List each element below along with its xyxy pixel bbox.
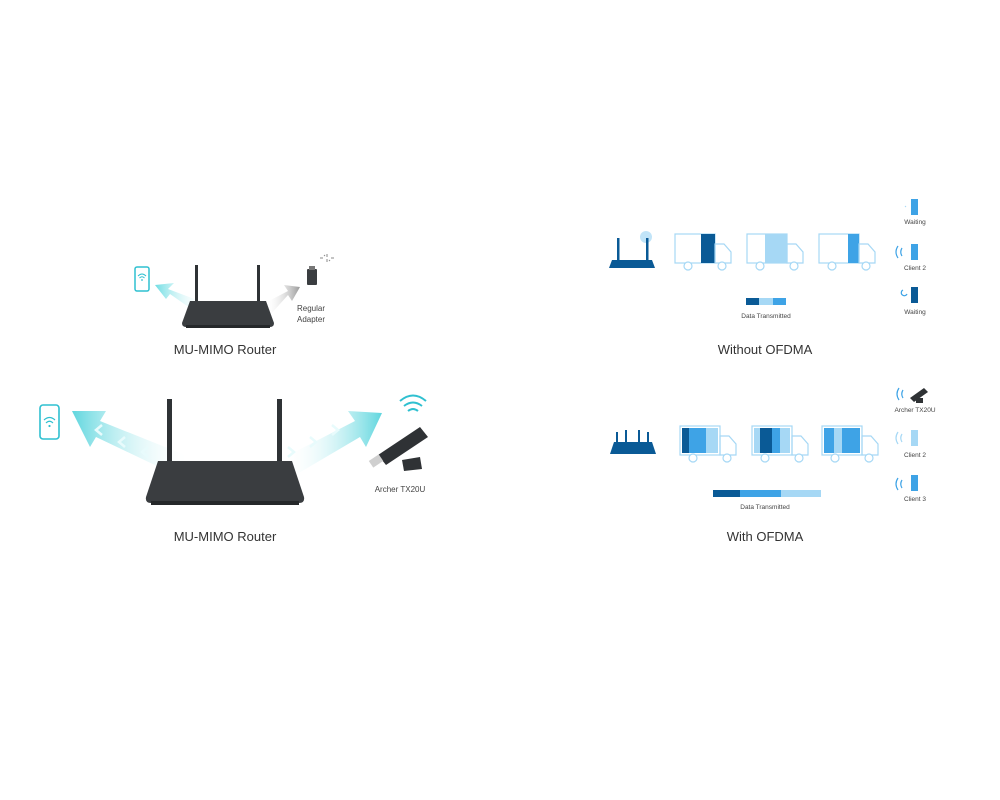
without-ofdma-caption: Without OFDMA [717,342,813,357]
archer-tx20u-label: Archer TX20U [374,485,426,494]
truck-icon [746,233,804,271]
truck-icon [751,425,809,463]
signal-arrow-right [285,411,382,477]
signal-arrow-right [265,285,300,315]
router-icon [609,231,655,268]
wifi-icon [399,394,427,412]
truck-icon [818,233,876,271]
without-ofdma-diagram [600,190,950,330]
with-ofdma-caption: With OFDMA [726,529,804,544]
data-transmitted-label-without: Data Transmitted [741,313,791,320]
client-label-2-with: Client 2 [903,452,927,459]
truck-icon [821,425,879,463]
client-device-icon [895,475,918,491]
client-label-3-with: Client 3 [903,496,927,503]
client-device-icon [900,287,918,303]
usb-adapter-icon [368,427,428,471]
data-transmitted-label-with: Data Transmitted [740,504,790,511]
data-transmitted-bar-with [713,490,821,497]
signal-arrow-left [72,411,190,477]
usb-adapter-icon [896,387,928,403]
with-ofdma-diagram [600,380,950,510]
client-label-1-without: Waiting [904,219,926,226]
client-label-3-without: Waiting [904,309,926,316]
data-transmitted-bar-without [746,298,786,305]
router-icon [182,265,274,328]
truck-icon [679,425,737,463]
mimo-top-diagram [120,245,350,335]
client-label-2-without: Client 2 [903,265,927,272]
client-device-icon [904,199,918,215]
mimo-bottom-caption: MU-MIMO Router [173,529,277,544]
router-icon [145,399,305,505]
usb-adapter-icon [307,266,317,285]
client-device-icon [895,244,918,260]
client-label-1-with: Archer TX20U [894,407,936,414]
client-device-icon [895,430,918,446]
phone-wifi-icon [134,266,150,292]
mimo-top-caption: MU-MIMO Router [173,342,277,357]
truck-icon [674,233,732,271]
router-icon [610,430,656,454]
loading-icon [320,254,334,262]
mimo-bottom-diagram [30,385,450,515]
adapter-label-top-1: Regular [296,304,325,313]
adapter-label-top-2: Adapter [296,315,326,324]
phone-wifi-icon [39,404,60,440]
